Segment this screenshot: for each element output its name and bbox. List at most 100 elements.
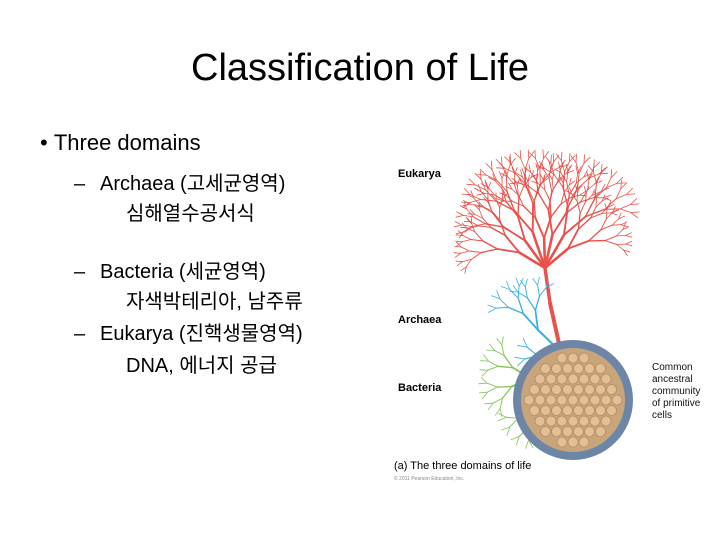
branch-segment [486, 382, 498, 388]
branch-segment [626, 193, 636, 195]
branch-segment [540, 174, 545, 181]
branch-segment [476, 193, 485, 196]
branch-segment [518, 277, 524, 287]
branch-segment [487, 402, 494, 411]
branch-segment [577, 177, 590, 190]
branch-segment [538, 193, 550, 211]
branch-segment [630, 211, 640, 213]
branch-segment [469, 203, 481, 206]
branch-segment [534, 309, 539, 331]
branch-segment [527, 149, 530, 159]
branch-segment [575, 185, 579, 193]
branch-segment [600, 163, 603, 174]
branch-segment [465, 258, 472, 268]
branch-segment [590, 212, 603, 219]
branch-segment [469, 209, 476, 215]
primitive-cell [523, 394, 535, 406]
primitive-cell [578, 436, 590, 448]
primitive-cell [600, 394, 612, 406]
branch-segment [464, 227, 471, 233]
branch-segment [483, 354, 489, 362]
branch-segment [575, 162, 580, 174]
branch-segment [504, 156, 512, 164]
branch-segment [622, 226, 630, 231]
branch-segment [527, 174, 530, 182]
branch-segment [499, 408, 503, 418]
branch-segment [544, 189, 551, 201]
branch-segment [497, 416, 507, 422]
primitive-cell [589, 373, 601, 385]
branch-segment [524, 183, 534, 205]
branch-segment [499, 192, 507, 196]
branch-segment [552, 153, 555, 163]
primitive-cell [562, 405, 573, 416]
branch-segment [499, 298, 509, 308]
branch-segment [625, 243, 633, 247]
branch-segment [560, 191, 565, 205]
primitive-cell [600, 415, 612, 427]
branch-segment [462, 202, 471, 209]
label-eukarya: Eukarya [398, 168, 441, 180]
branch-segment [466, 183, 476, 186]
branch-segment [491, 211, 505, 228]
primitive-cell [551, 426, 562, 437]
branch-segment [548, 177, 553, 193]
branch-segment [584, 197, 596, 218]
branch-segment [567, 164, 573, 172]
branch-segment [618, 215, 626, 220]
branch-segment [610, 209, 618, 214]
branch-segment [454, 252, 461, 258]
branch-segment [501, 385, 513, 399]
branch-segment [576, 200, 581, 214]
slide-title: Classification of Life [191, 47, 529, 89]
archaea-branches [487, 276, 564, 367]
branch-segment [571, 193, 578, 202]
branch-segment [542, 149, 544, 159]
branch-segment [542, 175, 545, 183]
branch-segment [583, 156, 591, 164]
branch-segment [520, 279, 526, 288]
branch-segment [518, 251, 547, 270]
branch-segment [499, 397, 504, 410]
label-archaea: Archaea [398, 314, 442, 326]
branch-segment [620, 179, 622, 189]
branch-segment [577, 217, 592, 230]
primitive-cell [595, 384, 606, 395]
branch-segment [517, 358, 526, 367]
branch-segment [480, 377, 488, 384]
dash-icon: – [74, 261, 86, 283]
branch-segment [469, 199, 481, 203]
branch-segment [492, 397, 504, 404]
branch-segment [577, 212, 581, 230]
branch-segment [566, 181, 570, 196]
branch-segment [515, 436, 520, 446]
branch-segment [585, 186, 590, 194]
branch-segment [510, 436, 520, 441]
branch-segment [537, 181, 544, 190]
branch-segment [577, 166, 582, 174]
branch-segment [456, 261, 463, 267]
branch-segment [487, 304, 497, 309]
branch-segment [615, 188, 622, 200]
branch-segment [479, 168, 487, 176]
branch-segment [481, 369, 489, 377]
branch-segment [588, 173, 600, 179]
branch-segment [584, 208, 606, 218]
branch-segment [503, 355, 514, 369]
branch-segment [484, 179, 489, 188]
branch-segment [526, 297, 537, 311]
branch-segment [482, 240, 499, 250]
branch-segment [513, 209, 534, 233]
branch-segment [463, 215, 474, 218]
branch-segment [480, 178, 486, 191]
branch-segment [506, 164, 511, 177]
branch-segment [606, 203, 610, 211]
branch-segment [531, 230, 547, 270]
branch-segment [539, 286, 547, 297]
branch-segment [522, 337, 528, 348]
branch-segment [562, 206, 569, 236]
branch-segment [588, 229, 602, 242]
branch-segment [460, 266, 467, 272]
primitive-cell [584, 405, 595, 416]
branch-segment [533, 189, 538, 202]
